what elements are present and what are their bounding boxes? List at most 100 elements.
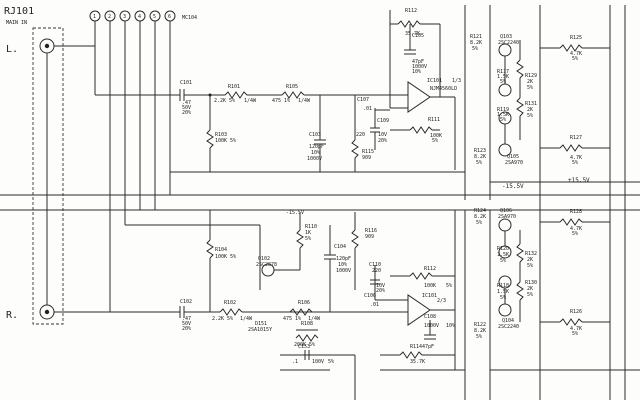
component-label: 20% xyxy=(378,138,387,144)
component-label: 20% xyxy=(376,288,385,294)
component-label: 1 xyxy=(93,14,96,20)
component-label: 100K 5% xyxy=(215,138,236,144)
component-label: R128 xyxy=(570,209,582,215)
resistor-r106 xyxy=(289,308,313,316)
component-label: 1000V xyxy=(412,64,427,70)
component-label: R131 xyxy=(525,101,537,107)
component-label: R115 xyxy=(362,149,374,155)
component-label: 10% xyxy=(338,262,347,268)
opamp-ic101-bottom xyxy=(407,294,431,326)
component-label: C153 xyxy=(298,344,310,350)
component-label: 475 1% xyxy=(283,316,301,322)
component-label: 1K xyxy=(305,230,311,236)
component-label: R117 xyxy=(497,69,509,75)
transistor-q104 xyxy=(498,303,512,317)
component-label: 4.7K xyxy=(570,226,582,232)
component-label: Q105 xyxy=(507,154,519,160)
component-label: 2SA970 xyxy=(498,214,516,220)
component-label: 5% xyxy=(500,295,506,301)
component-label: 1/4W xyxy=(308,316,321,322)
component-label: 1.5K xyxy=(497,252,509,258)
pin-row: 1 2 3 4 5 6 MC104 xyxy=(89,10,197,22)
component-label: NJM4560LD xyxy=(430,86,457,92)
component-label: 2SC2240 xyxy=(498,40,519,46)
component-label: 20% xyxy=(182,326,191,332)
rail-neg-label: -15.5V xyxy=(502,183,524,190)
component-label: 1000V xyxy=(336,268,351,274)
component-label: 4 xyxy=(138,14,141,20)
component-label: 100V xyxy=(312,359,324,365)
component-label: .1 xyxy=(292,359,298,365)
component-label: 50V xyxy=(182,105,191,111)
resistor-r111 xyxy=(409,126,433,134)
component-label: 8.2K xyxy=(474,328,486,334)
component-label: R111 xyxy=(428,117,440,123)
connector-outline xyxy=(32,27,64,325)
component-label: Q103 xyxy=(500,34,512,40)
right-channel-label: R. xyxy=(6,310,18,321)
component-label: Q104 xyxy=(502,318,514,324)
component-label: 5% xyxy=(572,231,578,237)
component-label: R102 xyxy=(224,300,236,306)
component-label: 5% xyxy=(500,117,506,123)
resistor-r128 xyxy=(559,218,583,226)
component-label: 4.7K xyxy=(570,51,582,57)
component-label: 1.5K xyxy=(497,74,509,80)
resistor-r112 xyxy=(397,20,421,28)
component-label: 2/3 xyxy=(437,298,446,304)
component-label: 3 xyxy=(123,14,126,20)
resistor-r126 xyxy=(559,318,583,326)
transistor-q106 xyxy=(498,218,512,232)
component-label: 5 xyxy=(153,14,156,20)
component-label: 5% xyxy=(527,263,533,269)
component-label: 4.7K xyxy=(570,326,582,332)
component-label: R105 xyxy=(286,84,298,90)
component-label: R122 xyxy=(474,322,486,328)
component-label: IC101 xyxy=(422,293,437,299)
component-label: 2K xyxy=(527,79,533,85)
resistor-r114 xyxy=(399,351,423,359)
component-label: 5% xyxy=(476,220,482,226)
component-label: 5% xyxy=(572,160,578,166)
component-label: 10V xyxy=(376,283,385,289)
component-label: 10% xyxy=(311,150,320,156)
component-label: R110 xyxy=(305,224,317,230)
top-labels: C101 .47 50V 20% R101 2.2K 5% 1/4W R105 … xyxy=(180,8,582,166)
component-label: R121 xyxy=(470,34,482,40)
component-label: 100K 5% xyxy=(215,254,236,260)
component-label: 1/4W xyxy=(244,98,257,104)
component-label: R132 xyxy=(525,251,537,257)
component-label: 5% xyxy=(472,46,478,52)
component-label: R112 xyxy=(405,8,417,14)
component-label: C108 xyxy=(424,314,436,320)
component-label: 2K xyxy=(527,257,533,263)
component-label: C107 xyxy=(357,97,369,103)
component-label: 35.7K xyxy=(410,359,425,365)
component-label: .47 xyxy=(182,100,191,106)
component-label: R118 xyxy=(497,283,509,289)
component-label: 2K xyxy=(527,286,533,292)
component-label: 50V xyxy=(182,321,191,327)
component-label: R130 xyxy=(525,280,537,286)
component-label: 120pF xyxy=(309,144,324,150)
component-label: 1000V xyxy=(424,323,439,329)
transistor-q-mid-top xyxy=(498,83,512,97)
component-label: 5% xyxy=(572,331,578,337)
component-label: .01 xyxy=(363,106,372,112)
component-label: R127 xyxy=(570,135,582,141)
component-label: 5% xyxy=(446,283,452,289)
component-label: 8.2K xyxy=(474,154,486,160)
component-label: 2.2K 5% xyxy=(214,98,235,104)
component-label: D151 xyxy=(255,321,267,327)
component-label: 909 xyxy=(362,155,371,161)
component-label: R106 xyxy=(298,300,310,306)
component-label: C104 xyxy=(334,244,346,250)
component-label: 5% xyxy=(432,138,438,144)
component-label: R114 xyxy=(410,344,422,350)
component-label: 1000V xyxy=(307,156,322,162)
component-label: 5% xyxy=(476,160,482,166)
resistor-r108 xyxy=(295,334,319,342)
component-label: R104 xyxy=(215,247,227,253)
component-label: 2SC2240 xyxy=(498,324,519,330)
component-label: R124 xyxy=(474,208,486,214)
